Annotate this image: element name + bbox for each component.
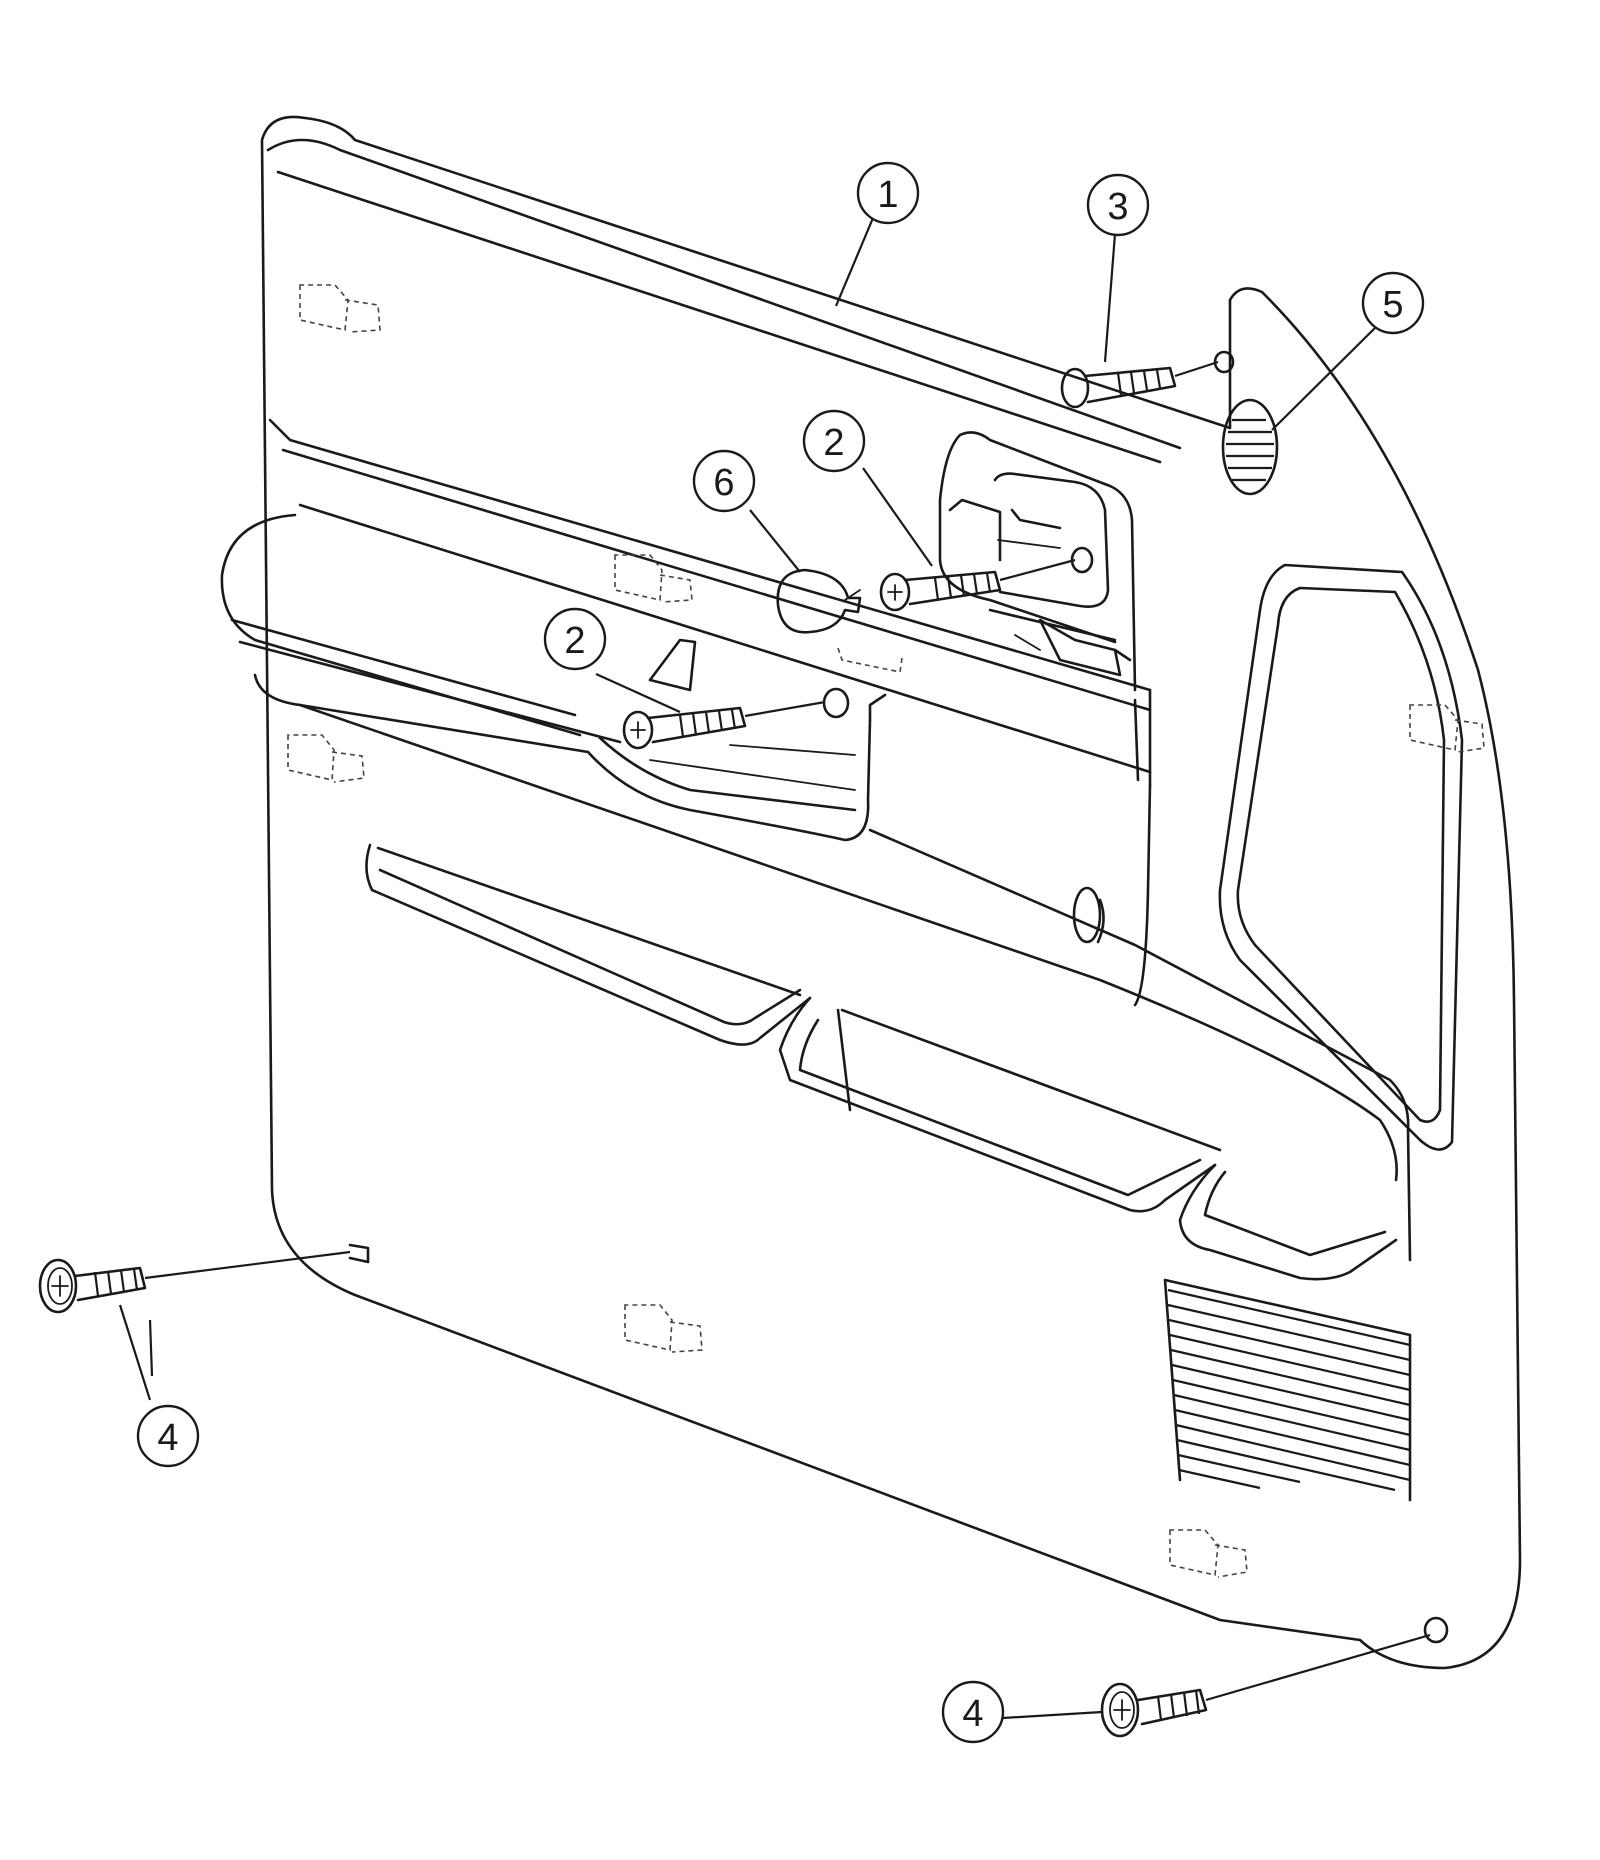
callout-leaders xyxy=(118,217,1376,1720)
callout-1-label: 1 xyxy=(877,174,898,216)
retainer-clip-pocket xyxy=(1409,704,1485,753)
retainer-clip-pocket xyxy=(287,734,365,783)
part-4-screw-right xyxy=(1100,1633,1431,1738)
callout-3-label: 3 xyxy=(1107,186,1128,228)
screw-boss xyxy=(348,1243,370,1264)
callout-4b-label: 4 xyxy=(962,1693,983,1735)
retainer-clip-pocket xyxy=(614,554,693,603)
retainer-clip-pocket xyxy=(624,1304,703,1353)
callout-5: 5 xyxy=(1361,271,1425,335)
retainer-clip-pocket xyxy=(299,284,381,333)
part-3-screw xyxy=(1060,360,1219,409)
speaker-grille xyxy=(1163,1278,1412,1502)
callout-3: 3 xyxy=(1086,173,1150,237)
screw-boss xyxy=(822,687,850,719)
callout-2b-label: 2 xyxy=(564,620,585,662)
part-4-screw-left xyxy=(38,1250,351,1314)
callout-5-label: 5 xyxy=(1382,284,1403,326)
callout-4b: 4 xyxy=(941,1680,1005,1744)
callout-6: 6 xyxy=(692,449,756,513)
callout-6-label: 6 xyxy=(713,462,734,504)
retainer-clip-pocket xyxy=(1169,1529,1248,1578)
callout-2a: 2 xyxy=(802,409,866,473)
part-2-screw-lower xyxy=(622,700,826,750)
retainer-clip-pocket xyxy=(837,647,903,673)
part-5-speaker-cover xyxy=(1221,398,1279,496)
door-trim-panel xyxy=(220,115,1522,1670)
part-2-screw-upper xyxy=(879,558,1076,612)
callout-4a-label: 4 xyxy=(157,1417,178,1459)
callout-4a: 4 xyxy=(136,1404,200,1468)
callout-2b: 2 xyxy=(543,607,607,671)
callout-1: 1 xyxy=(856,161,920,225)
callout-2a-label: 2 xyxy=(823,422,844,464)
part-6-push-pin xyxy=(776,568,862,634)
screw-boss xyxy=(1423,1616,1449,1644)
